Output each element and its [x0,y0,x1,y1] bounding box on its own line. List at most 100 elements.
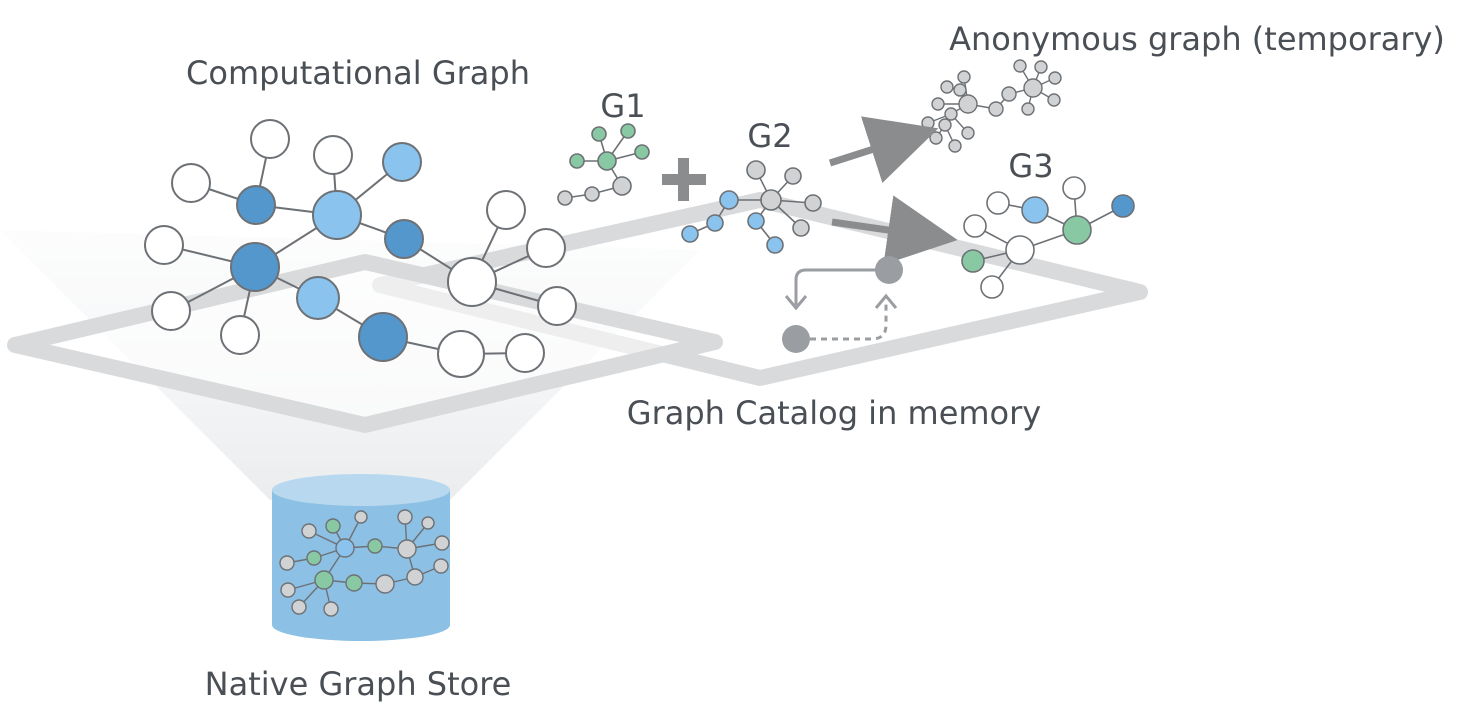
graph-node [760,189,782,211]
g1-label: G1 [600,87,645,125]
graph-node [766,236,784,254]
arrow-right-icon [828,116,939,184]
graph-node [323,601,339,617]
graph-node [312,190,362,240]
cycle-icon [782,256,903,353]
database-cylinder-icon [272,474,450,641]
graph-node [325,518,341,534]
graph-node [220,315,260,355]
graph-node [1021,196,1049,224]
graph-node [1023,78,1043,98]
graph-node [171,163,211,203]
graph-node [306,550,322,566]
graph-node [1001,86,1017,102]
graph-node [963,214,987,238]
graph-node [421,516,435,530]
graph-node [250,119,290,159]
graph-node [433,558,449,574]
graph-node [437,330,485,378]
graph-catalog-title: Graph Catalog in memory [627,394,1041,432]
graph-node [434,535,450,551]
graph-node [1062,176,1086,200]
graph-node [1034,60,1048,74]
g2-label: G2 [747,117,792,155]
native-graph-store-title: Native Graph Store [205,665,512,703]
graph-node [591,126,607,142]
computational-graph [144,119,577,378]
graph-node [681,225,699,243]
graph-node [335,538,355,558]
graph-node [367,538,383,554]
anonymous-graph [921,59,1062,153]
graph-g1 [557,123,650,206]
graph-node [151,291,191,331]
graph-node [291,599,307,615]
computational-graph-title: Computational Graph [186,54,530,92]
graph-node [1111,194,1135,218]
graph-node [230,242,280,292]
g3-label: G3 [1008,147,1053,185]
graph-g3 [961,176,1135,299]
graph-node [384,219,424,259]
graph-node [804,194,822,212]
graph-node [921,116,935,130]
anonymous-graph-title: Anonymous graph (temporary) [949,20,1445,58]
graph-node [279,555,295,571]
graph-node [953,83,967,97]
graph-node [406,568,424,586]
graph-node [634,144,650,160]
graph-node [1005,235,1035,265]
graph-node [557,190,573,206]
graph-node [706,214,724,232]
graph-node [746,160,766,180]
graph-node [988,101,1004,117]
graph-node [397,509,413,525]
graph-node [1013,59,1027,73]
graph-node [940,80,954,94]
graph-node [792,219,810,237]
arrow-right-icon [831,195,958,265]
graph-node [486,190,526,230]
graph-node [314,570,334,590]
graph-node [505,333,545,373]
graph-node [358,312,408,362]
graph-node [597,151,617,171]
graph-node [1047,93,1061,107]
graph-node [447,257,497,307]
graph-node [784,167,802,185]
graph-node [620,123,636,139]
graph-node [961,249,985,273]
graph-node [1048,71,1062,85]
graph-node [980,275,1004,299]
graph-node [948,139,962,153]
graph-node [397,539,417,559]
graph-node [301,523,317,539]
graph-node [929,131,943,145]
graph-node [537,286,577,326]
graph-node [938,118,952,132]
graph-node [958,94,978,114]
graph-node [584,186,600,202]
graph-node [931,97,945,111]
graph-g2 [681,160,822,254]
graph-node [747,212,765,230]
graph-node [957,70,971,84]
plus-icon [662,158,706,201]
graph-node [375,574,395,594]
graph-node [313,135,353,175]
graph-node [280,582,296,598]
graph-node [612,176,632,196]
graph-node [719,190,739,210]
graph-node [1062,215,1092,245]
graph-node [526,228,566,268]
graph-node [354,510,368,524]
store-graph [279,509,450,617]
graph-node [961,126,975,140]
graph-node [944,107,958,121]
graph-node [986,191,1010,215]
graph-node [296,276,340,320]
graph-node [1021,102,1035,116]
graph-node [569,153,585,169]
graph-node [345,574,363,592]
